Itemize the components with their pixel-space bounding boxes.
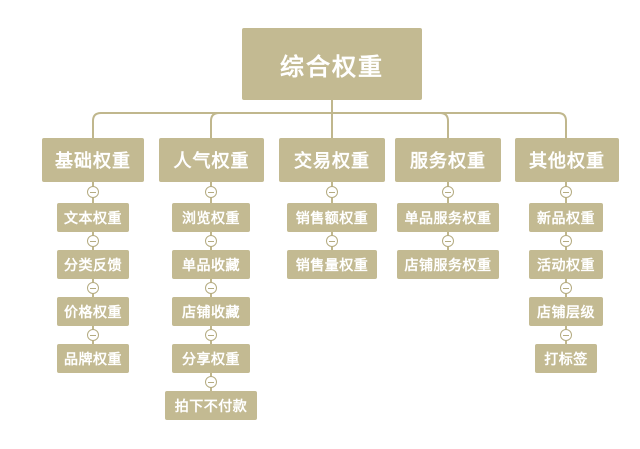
node-item-service-weight[interactable]: 单品服务权重	[397, 203, 499, 232]
node-category-feedback[interactable]: 分类反馈	[57, 250, 129, 279]
node-transaction-weight[interactable]: 交易权重	[279, 138, 385, 182]
node-price-weight[interactable]: 价格权重	[57, 297, 129, 326]
collapse-toggle-icon[interactable]	[326, 235, 338, 247]
node-sales-amount-weight[interactable]: 销售额权重	[287, 203, 377, 232]
collapse-toggle-icon[interactable]	[205, 282, 217, 294]
collapse-toggle-icon[interactable]	[560, 282, 572, 294]
node-service-weight[interactable]: 服务权重	[395, 138, 501, 182]
node-shop-service-weight[interactable]: 店铺服务权重	[397, 250, 499, 279]
collapse-toggle-icon[interactable]	[87, 186, 99, 198]
node-tagging[interactable]: 打标签	[535, 344, 597, 373]
collapse-toggle-icon[interactable]	[560, 235, 572, 247]
node-popularity-weight[interactable]: 人气权重	[159, 138, 264, 182]
collapse-toggle-icon[interactable]	[326, 186, 338, 198]
node-text-weight[interactable]: 文本权重	[57, 203, 129, 232]
node-other-weight[interactable]: 其他权重	[515, 138, 619, 182]
collapse-toggle-icon[interactable]	[87, 329, 99, 341]
collapse-toggle-icon[interactable]	[442, 235, 454, 247]
collapse-toggle-icon[interactable]	[205, 329, 217, 341]
collapse-toggle-icon[interactable]	[205, 235, 217, 247]
collapse-toggle-icon[interactable]	[442, 186, 454, 198]
collapse-toggle-icon[interactable]	[205, 376, 217, 388]
node-browse-weight[interactable]: 浏览权重	[172, 203, 250, 232]
branch-line-col2	[210, 112, 332, 138]
collapse-toggle-icon[interactable]	[87, 235, 99, 247]
node-activity-weight[interactable]: 活动权重	[529, 250, 603, 279]
node-order-unpaid[interactable]: 拍下不付款	[165, 391, 257, 420]
branch-line-col4	[332, 112, 449, 138]
node-sales-volume-weight[interactable]: 销售量权重	[287, 250, 377, 279]
collapse-toggle-icon[interactable]	[560, 186, 572, 198]
node-composite-weight[interactable]: 综合权重	[242, 28, 422, 100]
node-item-favorites[interactable]: 单品收藏	[172, 250, 250, 279]
node-shop-favorites[interactable]: 店铺收藏	[172, 297, 250, 326]
branch-line-col1	[92, 112, 332, 138]
collapse-toggle-icon[interactable]	[205, 186, 217, 198]
node-shop-level[interactable]: 店铺层级	[529, 297, 603, 326]
node-new-product-weight[interactable]: 新品权重	[529, 203, 603, 232]
collapse-toggle-icon[interactable]	[87, 282, 99, 294]
node-brand-weight[interactable]: 品牌权重	[57, 344, 129, 373]
branch-line-col5	[332, 112, 567, 138]
collapse-toggle-icon[interactable]	[560, 329, 572, 341]
node-basic-weight[interactable]: 基础权重	[42, 138, 144, 182]
node-share-weight[interactable]: 分享权重	[172, 344, 250, 373]
